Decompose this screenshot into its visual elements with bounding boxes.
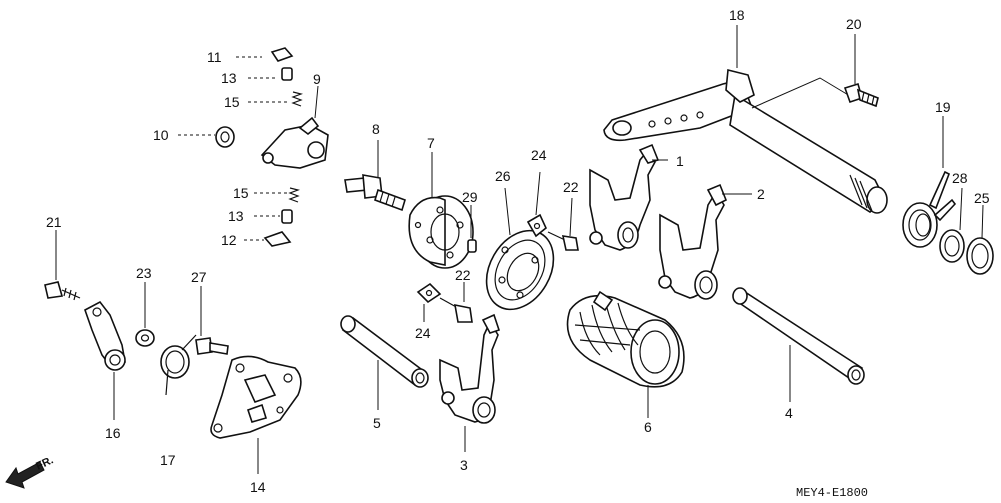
label-20: 20 <box>846 16 862 32</box>
label-18: 18 <box>729 7 745 23</box>
label-15b: 15 <box>233 185 249 201</box>
part-2-shift-fork[interactable] <box>658 183 728 300</box>
part-12-cap[interactable] <box>263 231 292 247</box>
part-13-upper-plunger[interactable] <box>281 67 293 81</box>
label-10: 10 <box>153 127 169 143</box>
label-6: 6 <box>644 419 652 435</box>
label-24b: 24 <box>415 325 431 341</box>
part-15-upper-spring[interactable] <box>291 91 304 107</box>
part-8-bolt[interactable] <box>344 174 406 212</box>
part-7-drum-center[interactable] <box>408 195 474 269</box>
label-29: 29 <box>462 189 478 205</box>
label-19: 19 <box>935 99 951 115</box>
part-19-spring[interactable] <box>902 170 957 248</box>
leader-lines <box>55 25 984 474</box>
part-15-lower-spring[interactable] <box>288 187 301 203</box>
part-9-stopper-arm[interactable] <box>260 116 329 169</box>
part-28-collar[interactable] <box>939 229 965 263</box>
label-22a: 22 <box>563 179 579 195</box>
part-20-bolt[interactable] <box>843 82 879 108</box>
part-21-bolt[interactable] <box>44 281 81 301</box>
label-1: 1 <box>676 153 684 169</box>
part-24-upper-plate[interactable] <box>526 213 547 238</box>
label-8: 8 <box>372 121 380 137</box>
part-5-fork-shaft[interactable] <box>340 315 429 388</box>
label-13b: 13 <box>228 208 244 224</box>
label-9: 9 <box>313 71 321 87</box>
part-18-shift-spindle[interactable] <box>603 68 888 214</box>
part-17-spring[interactable] <box>160 334 197 396</box>
diagram-code: MEY4-E1800 <box>796 486 868 500</box>
label-5: 5 <box>373 415 381 431</box>
part-10-collar[interactable] <box>215 126 235 148</box>
front-marker-label: FR. <box>34 454 55 472</box>
part-22-upper-bolt[interactable] <box>547 231 579 251</box>
part-16-shift-arm[interactable] <box>84 300 126 371</box>
label-27: 27 <box>191 269 207 285</box>
part-4-fork-shaft[interactable] <box>732 287 865 385</box>
label-17: 17 <box>160 452 176 468</box>
part-1-shift-fork[interactable] <box>589 143 660 251</box>
part-27-bolt[interactable] <box>195 337 229 355</box>
part-11-cap[interactable] <box>270 47 294 62</box>
part-labels: 1 2 3 4 5 6 7 8 9 10 11 12 13 13 14 15 1… <box>46 7 990 495</box>
label-25: 25 <box>974 190 990 206</box>
label-22b: 22 <box>455 267 471 283</box>
part-13-lower-plunger[interactable] <box>281 209 293 224</box>
label-16: 16 <box>105 425 121 441</box>
part-26-bearing[interactable] <box>473 219 567 322</box>
label-24a: 24 <box>531 147 547 163</box>
part-6-shift-drum[interactable] <box>566 290 685 388</box>
label-15a: 15 <box>224 94 240 110</box>
part-24-lower-plate[interactable] <box>416 282 442 304</box>
label-2: 2 <box>757 186 765 202</box>
part-3-shift-fork[interactable] <box>439 313 501 424</box>
part-23-washer[interactable] <box>135 329 155 347</box>
label-21: 21 <box>46 214 62 230</box>
front-direction-marker: FR. <box>5 454 55 489</box>
part-29-pin[interactable] <box>467 239 477 253</box>
label-23: 23 <box>136 265 152 281</box>
part-22-lower-bolt[interactable] <box>439 297 473 323</box>
label-28: 28 <box>952 170 968 186</box>
part-14-guide-plate[interactable] <box>210 355 302 439</box>
label-11: 11 <box>207 49 222 65</box>
label-7: 7 <box>427 135 435 151</box>
label-14: 14 <box>250 479 266 495</box>
label-26: 26 <box>495 168 511 184</box>
label-13a: 13 <box>221 70 237 86</box>
label-3: 3 <box>460 457 468 473</box>
label-4: 4 <box>785 405 793 421</box>
label-12: 12 <box>221 232 237 248</box>
part-25-seal[interactable] <box>966 237 994 275</box>
